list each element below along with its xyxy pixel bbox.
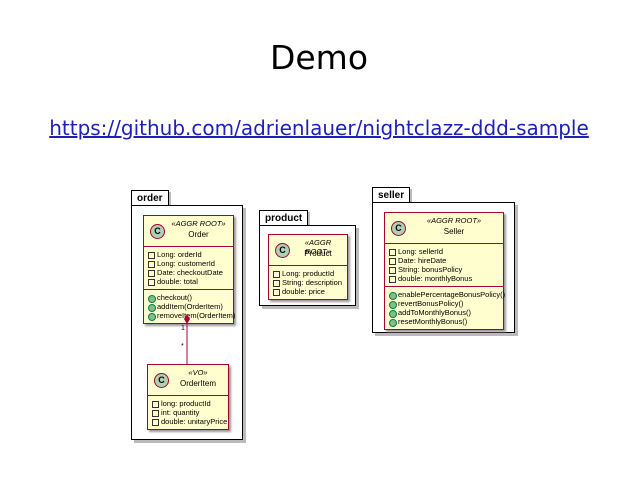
slide-title: Demo <box>269 38 369 77</box>
private-field-icon <box>148 270 155 277</box>
private-field-icon <box>152 410 159 417</box>
class-stereotype: «AGGR ROOT» <box>304 238 332 256</box>
method-row: addToMonthlyBonus() <box>389 308 499 318</box>
private-field-icon <box>152 419 159 426</box>
public-method-icon <box>148 295 156 303</box>
attribute-row: double: total <box>148 277 229 286</box>
public-method-icon <box>389 292 397 300</box>
github-link[interactable]: https://github.com/adrienlauer/nightclaz… <box>49 116 589 140</box>
class-methods: checkout() addItem(OrderItem) removeItem… <box>144 290 235 323</box>
public-method-icon <box>389 319 397 327</box>
class-header: C «VO» OrderItem <box>148 365 228 396</box>
attribute-row: Date: hireDate <box>389 256 499 265</box>
private-field-icon <box>273 289 280 296</box>
class-c-icon: C <box>150 224 165 239</box>
class-header: C «AGGR ROOT» Seller <box>385 213 503 244</box>
class-stereotype: «AGGR ROOT» <box>426 216 482 225</box>
method-row: enablePercentageBonusPolicy() <box>389 290 505 300</box>
method-row: resetMonthlyBonus() <box>389 317 499 327</box>
class-stereotype: «VO» <box>188 368 208 377</box>
attribute-row: long: productId <box>152 399 224 408</box>
class-header: C «AGGR ROOT» Order <box>144 216 233 247</box>
attribute-row: Long: productId <box>273 269 343 278</box>
class-attributes: Long: productId String: description doub… <box>269 266 347 299</box>
method-row: revertBonusPolicy() <box>389 299 499 309</box>
class-name: Order <box>188 230 209 239</box>
private-field-icon <box>148 279 155 286</box>
attribute-row: int: quantity <box>152 408 224 417</box>
class-product: C «AGGR ROOT» Product Long: productId St… <box>268 234 348 300</box>
composition-connector <box>184 314 190 364</box>
method-row: addItem(OrderItem) <box>148 302 229 312</box>
class-c-icon: C <box>275 243 290 258</box>
attribute-row: double: monthlyBonus <box>389 274 499 283</box>
attribute-row: String: description <box>273 278 343 287</box>
class-attributes: Long: orderId Long: customerId Date: che… <box>144 247 233 290</box>
private-field-icon <box>273 280 280 287</box>
private-field-icon <box>389 258 396 265</box>
class-attributes: long: productId int: quantity double: un… <box>148 396 228 429</box>
attribute-row: String: bonusPolicy <box>389 265 499 274</box>
private-field-icon <box>273 271 280 278</box>
class-methods: enablePercentageBonusPolicy() revertBonu… <box>385 287 505 329</box>
composition-diamond-icon <box>184 314 190 324</box>
method-row: checkout() <box>148 293 229 303</box>
class-attributes: Long: sellerId Date: hireDate String: bo… <box>385 244 503 287</box>
attribute-row: double: unitaryPrice <box>152 417 227 426</box>
class-orderitem: C «VO» OrderItem long: productId int: qu… <box>147 364 229 430</box>
private-field-icon <box>152 401 159 408</box>
class-seller: C «AGGR ROOT» Seller Long: sellerId Date… <box>384 212 505 330</box>
package-tab: product <box>259 210 309 226</box>
private-field-icon <box>389 249 396 256</box>
class-order: C «AGGR ROOT» Order Long: orderId Long: … <box>143 215 235 324</box>
attribute-row: Date: checkoutDate <box>148 268 229 277</box>
class-c-icon: C <box>154 373 169 388</box>
class-name: OrderItem <box>179 379 216 388</box>
private-field-icon <box>389 276 396 283</box>
class-name: Seller <box>443 227 465 236</box>
public-method-icon <box>148 313 156 321</box>
multiplicity-target: * <box>181 343 184 350</box>
class-c-icon: C <box>391 221 406 236</box>
attribute-row: Long: orderId <box>148 250 229 259</box>
attribute-row: double: price <box>273 287 343 296</box>
public-method-icon <box>148 304 156 312</box>
private-field-icon <box>389 267 396 274</box>
class-name: Product <box>304 249 332 258</box>
attribute-row: Long: sellerId <box>389 247 499 256</box>
class-header: C «AGGR ROOT» Product <box>269 235 347 266</box>
attribute-row: Long: customerId <box>148 259 229 268</box>
package-tab: seller <box>372 187 411 203</box>
private-field-icon <box>148 261 155 268</box>
public-method-icon <box>389 301 397 309</box>
private-field-icon <box>148 252 155 259</box>
public-method-icon <box>389 310 397 318</box>
method-row: removeItem(OrderItem) <box>148 311 235 321</box>
package-tab: order <box>131 190 169 206</box>
multiplicity-source: 1 <box>181 325 185 332</box>
class-stereotype: «AGGR ROOT» <box>171 219 226 228</box>
